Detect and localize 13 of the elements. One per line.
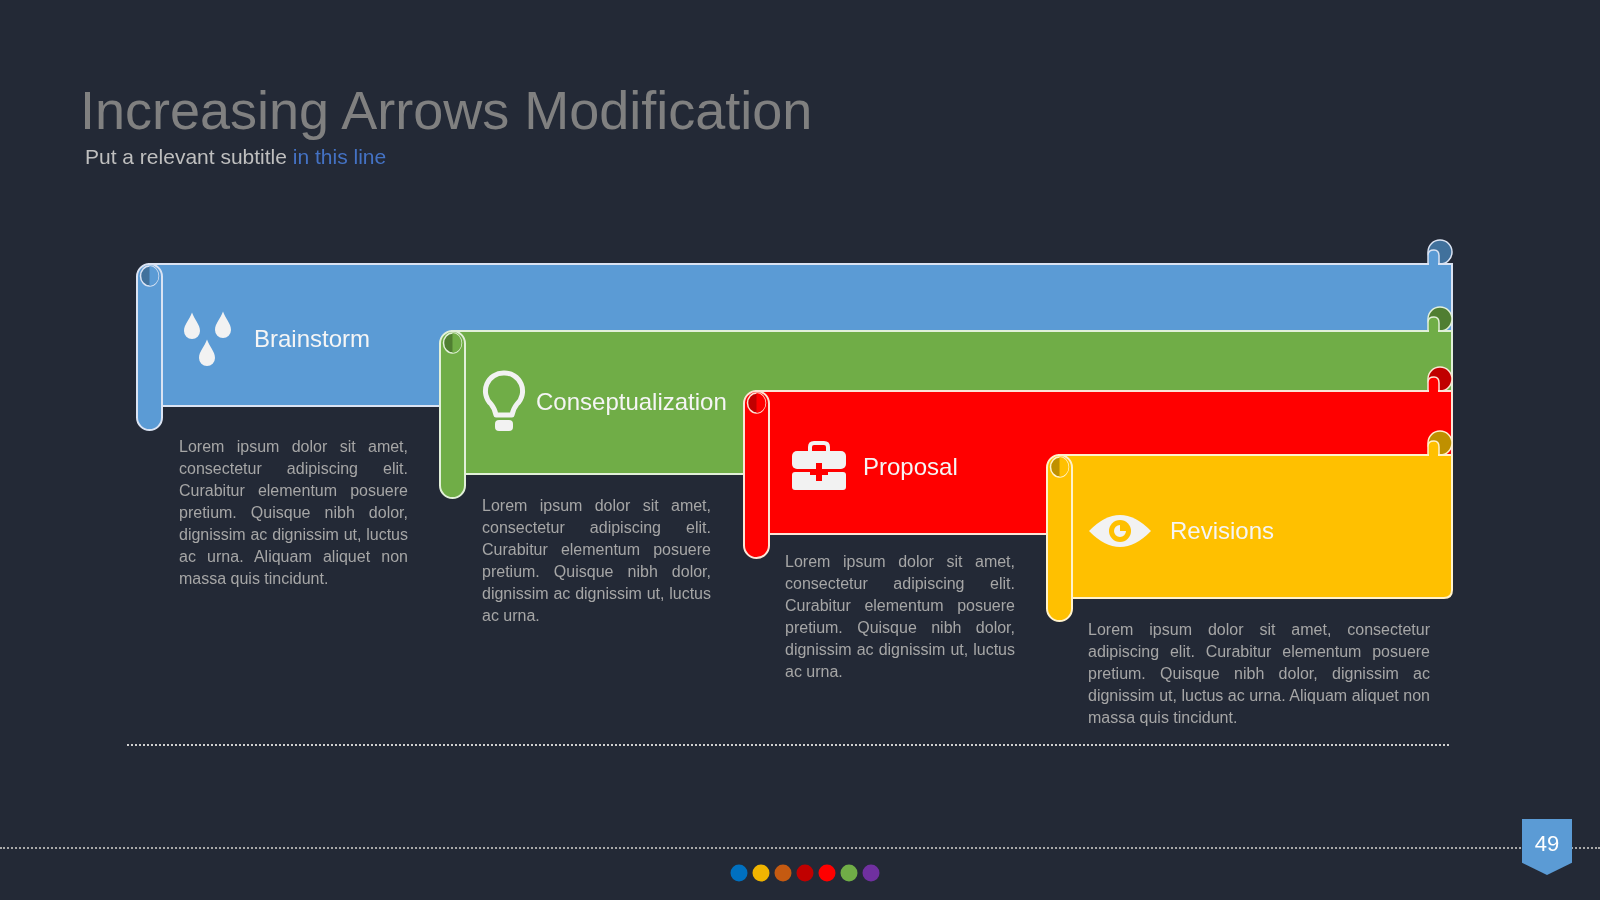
subtitle-text: Put a relevant subtitle xyxy=(85,145,287,168)
body-text: Lorem ipsum dolor sit amet, consectetur adipiscing elit. Curabitur elementum posuere pretium. Quisque nibh dolor, dignissim ac dignissim ut, luctus ac urna. xyxy=(785,552,1015,682)
subtitle-highlight: in this line xyxy=(292,145,387,168)
banner-heading: Revisions xyxy=(1170,516,1275,546)
scroll-banner xyxy=(1046,429,1454,623)
banner-heading: Proposal xyxy=(863,452,958,482)
banner-heading: Conseptualization xyxy=(536,387,727,417)
page-number-tag: 49 xyxy=(1522,819,1572,875)
body-text: Lorem ipsum dolor sit amet, consectetur adipiscing elit. Curabitur elementum posuere pretium. Quisque nibh dolor, dignissim ac dignissim ut, luctus ac urna. Aliquam aliquet non massa quis tincidunt. xyxy=(1088,620,1430,728)
slide-title: Increasing Arrows Modification xyxy=(80,79,813,142)
banner-heading: Brainstorm xyxy=(254,324,371,354)
body-text: Lorem ipsum dolor sit amet, consectetur adipiscing elit. Curabitur elementum posuere pretium. Quisque nibh dolor, dignissim ac dignissim ut, luctus ac urna. Aliquam aliquet non massa quis tincidunt. xyxy=(179,437,408,589)
body-text: Lorem ipsum dolor sit amet, consectetur adipiscing elit. Curabitur elementum posuere pretium. Quisque nibh dolor, dignissim ac dignissim ut, luctus ac urna. xyxy=(482,496,711,626)
